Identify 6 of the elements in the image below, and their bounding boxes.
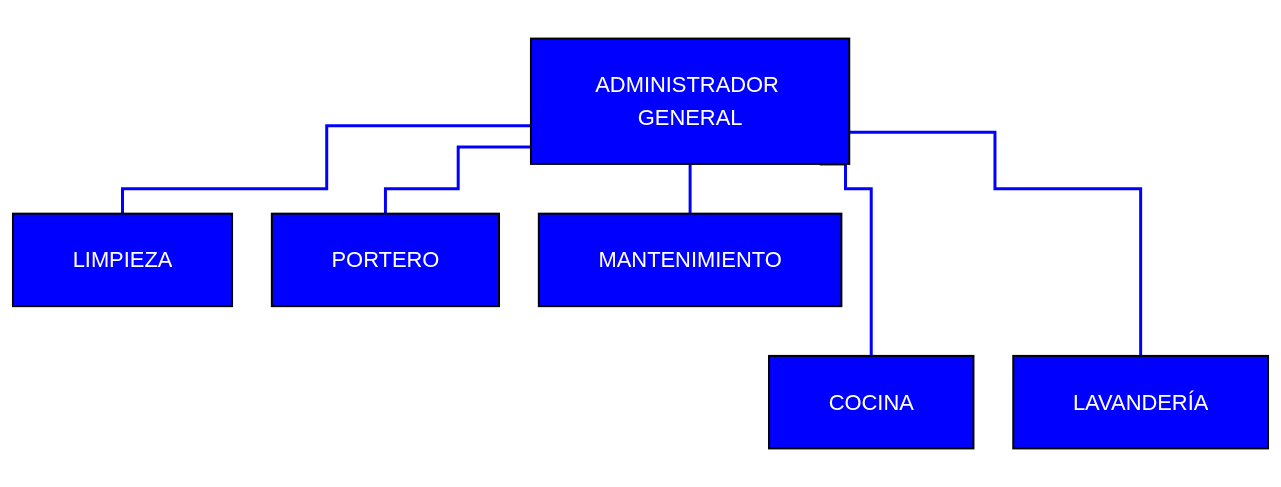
node-box: COCINA bbox=[768, 354, 975, 450]
node-box: ADMINISTRADOR GENERAL bbox=[529, 37, 851, 165]
node-box: PORTERO bbox=[270, 212, 501, 308]
node-box: LAVANDERÍA bbox=[1012, 354, 1270, 450]
node-box: LIMPIEZA bbox=[11, 212, 234, 308]
node-box: MANTENIMIENTO bbox=[537, 212, 843, 308]
